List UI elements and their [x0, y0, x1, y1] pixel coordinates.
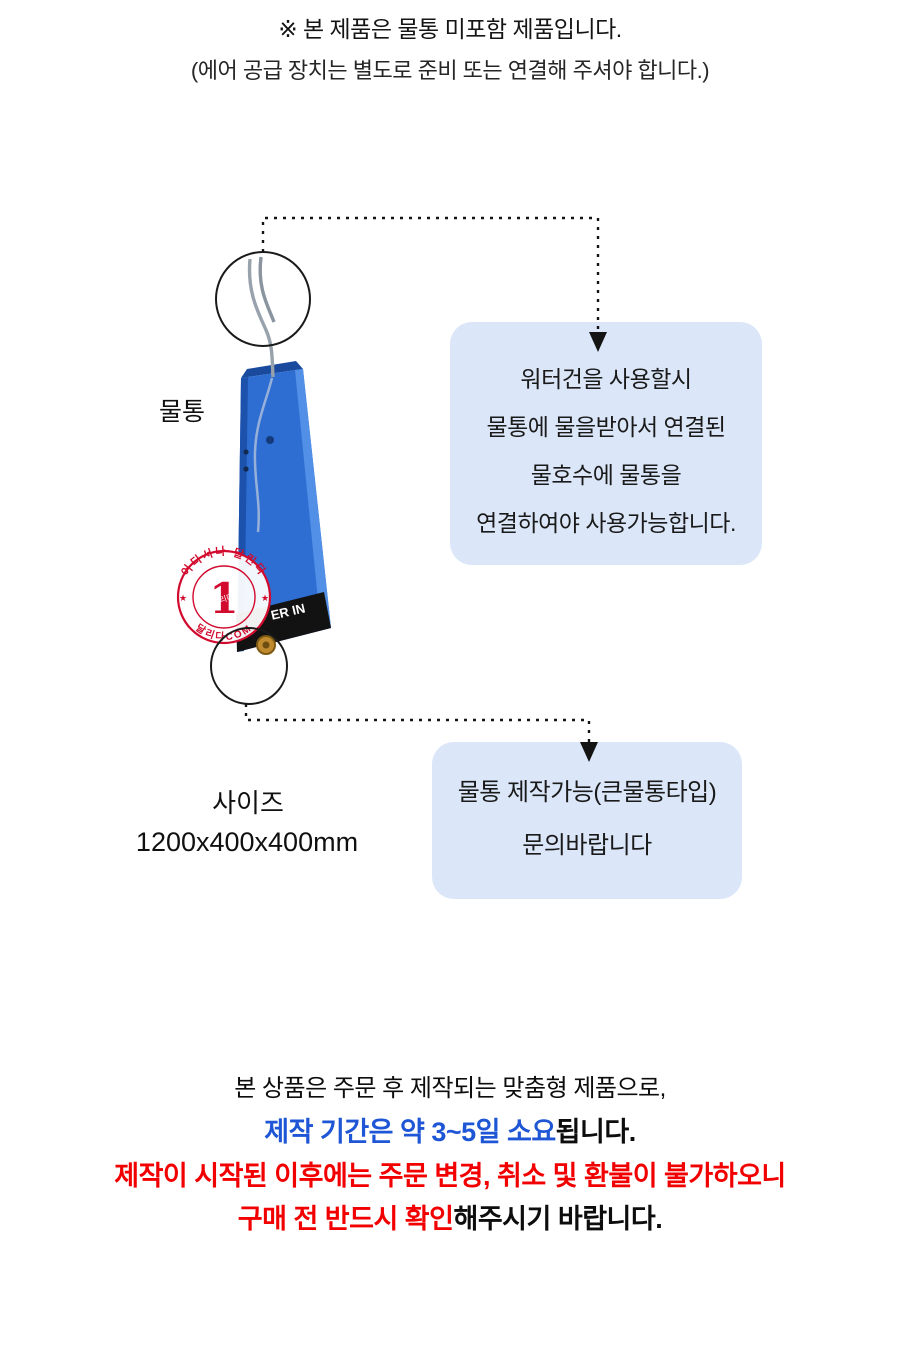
- stamp-number: 1: [209, 574, 238, 623]
- tank-photo: ER IN: [236, 361, 331, 655]
- zoom-circle-top: [215, 251, 311, 347]
- usage-callout-line2: 물통에 물을받아서 연결된: [486, 414, 726, 440]
- stamp-arc-bottom-text: 달리다COM: [193, 622, 254, 643]
- tank-print-text: ER IN: [269, 600, 306, 622]
- size-value: 1200x400x400mm: [135, 827, 359, 857]
- footer-line2-rest: 됩니다.: [555, 1117, 637, 1147]
- tank-right-edge: [295, 369, 331, 630]
- custom-tank-line1: 물통 제작가능(큰물통타입): [457, 779, 717, 806]
- tank-port: [266, 436, 274, 444]
- dotted-connector-bottom: [244, 704, 591, 744]
- stamp-inner-ring: [192, 565, 256, 629]
- custom-tank-callout: 물통 제작가능(큰물통타입) 문의바랍니다: [432, 742, 742, 899]
- tank-front-face: [237, 369, 331, 652]
- footer-line2-highlight: 제작 기간은 약 3~5일 소요: [264, 1117, 556, 1147]
- usage-callout-line1: 워터건을 사용할시: [520, 366, 692, 392]
- usage-callout: 워터건을 사용할시 물통에 물을받아서 연결된 물호수에 물통을 연결하여야 사…: [450, 322, 762, 565]
- tank-inner-tube: [253, 377, 274, 533]
- custom-tank-line2: 문의바랍니다: [522, 832, 652, 859]
- stamp-arc-top-text: 어디서나 달린다: [178, 544, 270, 579]
- stamp-center-script: 달리다: [211, 592, 235, 608]
- footer-line3: 제작이 시작된 이후에는 주문 변경, 취소 및 환불이 불가하오니: [114, 1161, 786, 1191]
- tank-bottom-cap: [236, 592, 331, 652]
- footer-line1: 본 상품은 주문 후 제작되는 맞춤형 제품으로,: [234, 1075, 666, 1102]
- footer-line2: 제작 기간은 약 3~5일 소요됩니다.: [0, 1110, 900, 1149]
- zoom-circle-bottom: [210, 627, 288, 705]
- tube-zoom-circle: [215, 251, 311, 378]
- brass-fitting-hole: [262, 641, 270, 649]
- footer-line4: 구매 전 반드시 확인해주시기 바랍니다.: [0, 1197, 900, 1236]
- usage-callout-line3: 물호수에 물통을: [530, 462, 682, 488]
- size-label: 사이즈: [212, 788, 284, 818]
- hose-2: [258, 256, 276, 323]
- top-notice-line2: (에어 공급 장치는 별도로 준비 또는 연결해 주셔야 합니다.): [190, 58, 710, 83]
- footer-line4-highlight: 구매 전 반드시 확인: [237, 1204, 454, 1234]
- tank-screw-bottom: [243, 466, 249, 472]
- hose-1: [247, 258, 275, 378]
- top-notice-line1: ※ 본 제품은 물통 미포함 제품입니다.: [278, 16, 622, 42]
- stamp-star-left-icon: ★: [179, 593, 187, 603]
- tank-left-edge: [237, 377, 248, 652]
- stamp-star-right-icon: ★: [261, 593, 269, 603]
- usage-callout-line4: 연결하여야 사용가능합니다.: [476, 510, 736, 536]
- brass-fitting: [256, 635, 276, 655]
- dotted-connector-top: [261, 216, 600, 334]
- tank-screw-top: [243, 449, 249, 455]
- tank-top-face: [241, 361, 303, 378]
- stamp-outer-ring: [176, 549, 272, 645]
- seller-stamp: 어디서나 달린다 달리다COM ★ ★ 1 달리다: [176, 544, 272, 645]
- tank-label: 물통: [158, 398, 205, 426]
- footer-line4-rest: 해주시기 바랍니다.: [453, 1204, 663, 1234]
